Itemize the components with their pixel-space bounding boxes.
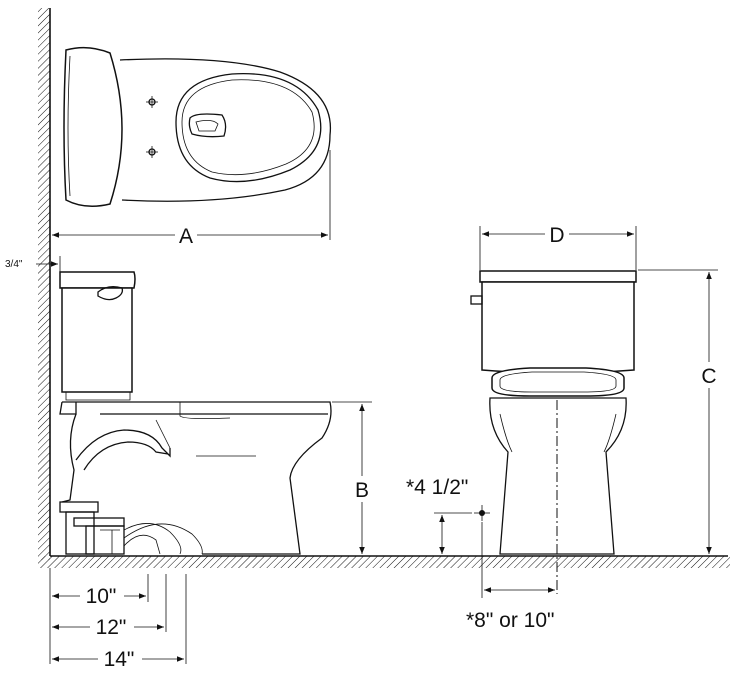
supply-offset-label: *8" or 10" xyxy=(466,609,554,632)
side-view-tank xyxy=(61,287,133,393)
top-view-bowl-inner xyxy=(181,79,315,176)
supply-height-label: *4 1/2" xyxy=(406,476,468,499)
top-view-tank-inner xyxy=(67,55,71,197)
top-view-tank xyxy=(63,46,123,207)
side-view: 3/4" B xyxy=(5,256,373,671)
flush-handle-icon xyxy=(97,286,124,301)
front-view-tank-lid xyxy=(479,270,637,283)
dim-b-label: B xyxy=(355,479,369,502)
wall xyxy=(38,8,50,560)
front-view-bowl xyxy=(489,397,627,555)
wall-gap-label: 3/4" xyxy=(5,259,23,270)
bolt-icon xyxy=(146,96,158,108)
side-view-bowl xyxy=(62,401,332,555)
bolt-icon xyxy=(146,146,158,158)
top-view: A xyxy=(52,46,332,248)
front-view: D C *4 1/2" *8" or 10" xyxy=(406,222,721,632)
floor-flange xyxy=(59,501,99,513)
rough-10-label: 10" xyxy=(86,585,117,608)
dim-c-label: C xyxy=(701,365,716,388)
trapway xyxy=(75,429,171,461)
dim-a-label: A xyxy=(179,225,193,248)
dim-d-label: D xyxy=(549,224,564,247)
front-view-seat xyxy=(491,367,625,397)
rough-14-label: 14" xyxy=(104,648,135,671)
front-view-handle xyxy=(470,295,483,305)
top-view-bowl-rim xyxy=(175,72,322,183)
floor xyxy=(38,556,730,568)
top-view-bowl-outer xyxy=(119,58,332,202)
supply-icon xyxy=(474,505,490,521)
top-view-drain-inner xyxy=(195,120,219,132)
top-view-drain xyxy=(188,113,227,138)
side-view-tank-lid xyxy=(59,271,136,289)
front-view-tank xyxy=(481,281,635,374)
rough-12-label: 12" xyxy=(96,616,127,639)
